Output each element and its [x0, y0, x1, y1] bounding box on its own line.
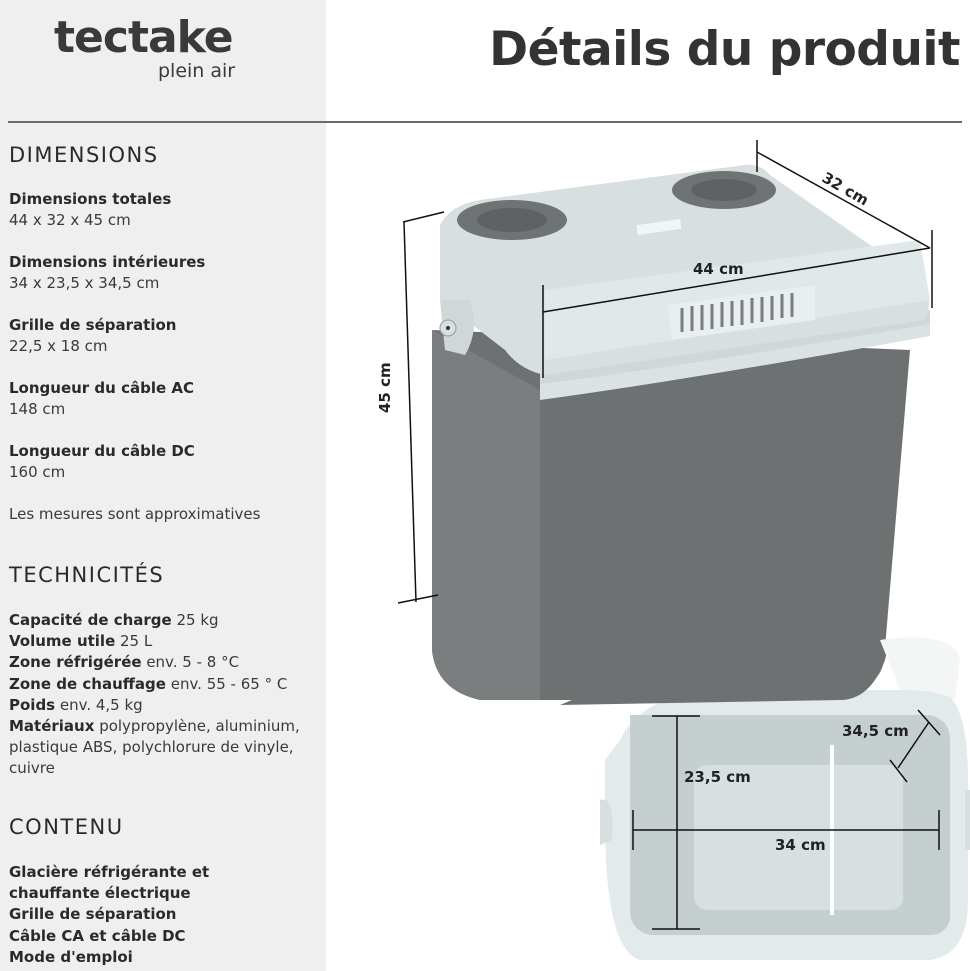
technical-specs: Capacité de charge 25 kg Volume utile 25… [9, 610, 319, 780]
package-contents: Glacière réfrigérante et chauffante élec… [9, 862, 319, 968]
spec-label: Matériaux [9, 717, 95, 736]
dimension-inner-depth-label: 34,5 cm [842, 722, 909, 740]
section-title-contents: CONTENU [9, 815, 124, 839]
cooler-box-image [397, 140, 970, 960]
section-title-technical: TECHNICITÉS [9, 563, 165, 587]
spec-label: Poids [9, 695, 56, 714]
dimension-inner-width-label: 34 cm [775, 836, 826, 854]
spec-value: 160 cm [9, 463, 66, 481]
dimension-inner-height-label: 23,5 cm [684, 768, 751, 786]
spec-label: Longueur du câble AC [9, 379, 194, 397]
spec-load-capacity: Capacité de charge 25 kg [9, 610, 319, 631]
product-illustration: 44 cm 32 cm 45 cm 34,5 cm 23,5 cm 34 cm [330, 125, 970, 971]
brand-tagline: plein air [158, 60, 236, 82]
spec-value: env. 55 - 65 ° C [165, 674, 288, 693]
section-title-dimensions: DIMENSIONS [9, 143, 159, 167]
spec-ac-cable-length: Longueur du câble AC 148 cm [9, 378, 194, 420]
spec-value: 148 cm [9, 400, 66, 418]
spec-value: env. 5 - 8 °C [141, 653, 240, 672]
spec-overall-dimensions: Dimensions totales 44 x 32 x 45 cm [9, 189, 171, 231]
spec-volume: Volume utile 25 L [9, 631, 319, 652]
contents-item: Grille de séparation [9, 905, 177, 924]
spec-weight: Poids env. 4,5 kg [9, 695, 319, 716]
spec-label: Longueur du câble DC [9, 442, 195, 460]
contents-item: Mode d'emploi [9, 947, 133, 966]
contents-item: Glacière réfrigérante et chauffante élec… [9, 863, 210, 903]
spec-value: env. 4,5 kg [55, 695, 143, 714]
spec-value: 44 x 32 x 45 cm [9, 211, 131, 229]
spec-divider-grid: Grille de séparation 22,5 x 18 cm [9, 315, 176, 357]
spec-interior-dimensions: Dimensions intérieures 34 x 23,5 x 34,5 … [9, 252, 205, 294]
spec-value: 34 x 23,5 x 34,5 cm [9, 274, 160, 292]
spec-cooling-zone: Zone réfrigérée env. 5 - 8 °C [9, 652, 319, 673]
brand-logo: tectake plein air [54, 12, 254, 83]
spec-value: 22,5 x 18 cm [9, 337, 108, 355]
spec-label: Zone de chauffage [9, 674, 166, 693]
spec-value: 25 kg [171, 611, 219, 629]
spec-heating-zone: Zone de chauffage env. 55 - 65 ° C [9, 674, 319, 695]
spec-label: Volume utile [9, 632, 116, 651]
sidebar: tectake plein air [0, 0, 326, 971]
spec-dc-cable-length: Longueur du câble DC 160 cm [9, 441, 195, 483]
dimension-width-label: 44 cm [693, 260, 744, 278]
spec-label: Dimensions totales [9, 190, 172, 208]
spec-label: Dimensions intérieures [9, 253, 206, 271]
measurements-note: Les mesures sont approximatives [9, 505, 261, 523]
spec-value: polypropylène, aluminium, plastique ABS,… [9, 717, 300, 778]
contents-item: Câble CA et câble DC [9, 926, 186, 945]
page-title: Détails du produit [489, 22, 960, 77]
spec-materials: Matériaux polypropylène, aluminium, plas… [9, 716, 319, 780]
header-divider [8, 121, 962, 123]
dimension-height-label: 45 cm [376, 362, 394, 413]
spec-label: Capacité de charge [9, 611, 172, 629]
brand-name: tectake [54, 12, 234, 63]
spec-label: Grille de séparation [9, 316, 177, 334]
spec-value: 25 L [115, 632, 153, 651]
spec-label: Zone réfrigérée [9, 653, 142, 672]
